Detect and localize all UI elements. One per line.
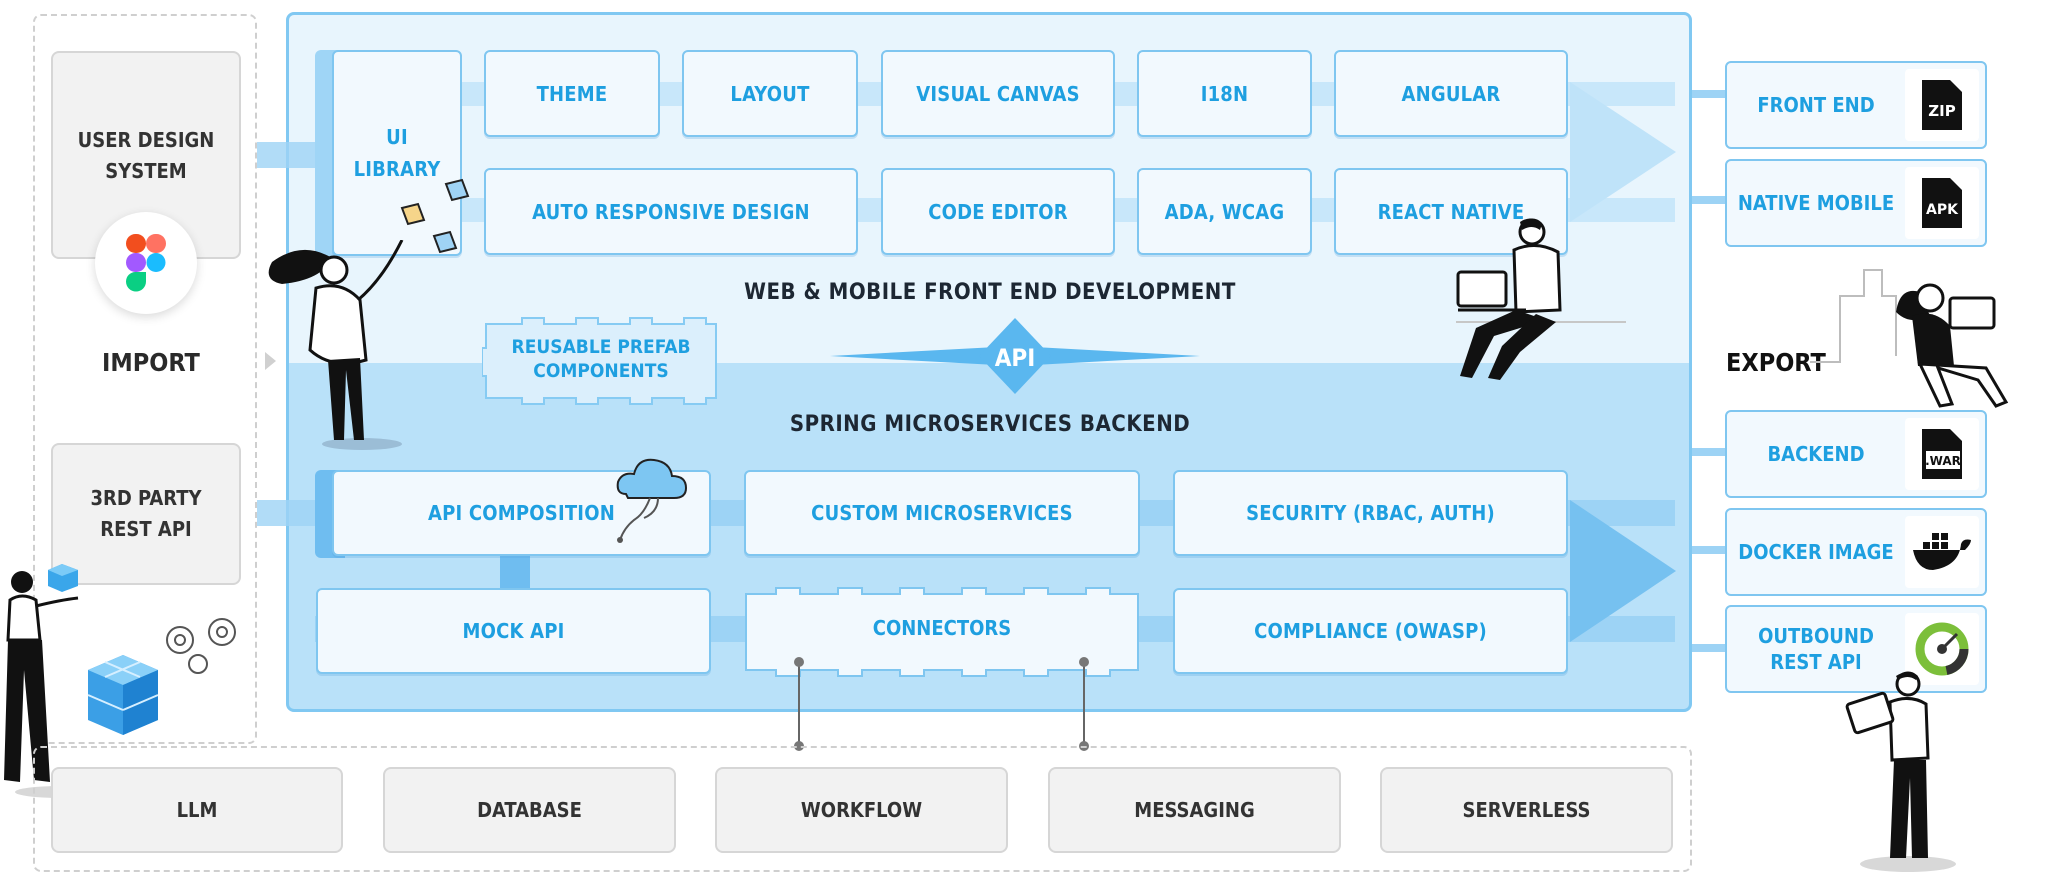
theme-label: THEME	[536, 81, 608, 106]
security-card[interactable]: SECURITY (RBAC, AUTH)	[1173, 470, 1568, 556]
auto-responsive-design-card[interactable]: AUTO RESPONSIVE DESIGN	[484, 168, 858, 255]
apk-file-icon: APK	[1905, 167, 1979, 239]
third-party-rest-api-label: 3RD PARTY REST API	[90, 486, 202, 541]
reusable-prefab-components-shape[interactable]	[482, 316, 720, 406]
i18n-card[interactable]: I18N	[1137, 50, 1312, 137]
reviewer-illustration	[1845, 671, 1956, 872]
layout-label: LAYOUT	[730, 81, 810, 106]
export-native-mobile-label: NATIVE MOBILE	[1737, 191, 1895, 215]
zip-badge: ZIP	[1928, 102, 1955, 120]
custom-microservices-card[interactable]: CUSTOM MICROSERVICES	[744, 470, 1140, 556]
mock-api-link	[500, 556, 530, 590]
serverless-label: SERVERLESS	[1462, 797, 1591, 822]
remote-worker-illustration	[1810, 269, 2009, 408]
export-docker-image-card[interactable]: DOCKER IMAGE	[1725, 508, 1987, 596]
developer-laptop-illustration	[1456, 218, 1626, 380]
workflow-label: WORKFLOW	[800, 797, 923, 822]
compliance-label: COMPLIANCE (OWASP)	[1254, 619, 1487, 643]
export-front-end-label: FRONT END	[1757, 93, 1875, 117]
serverless-box[interactable]: SERVERLESS	[1380, 767, 1673, 853]
ui-library-connector	[257, 142, 317, 168]
export-label: EXPORT	[1726, 348, 1826, 377]
apk-badge: APK	[1926, 202, 1959, 218]
third-party-rest-api-box[interactable]: 3RD PARTY REST API	[51, 443, 241, 585]
messaging-box[interactable]: MESSAGING	[1048, 767, 1341, 853]
frontend-section-title: WEB & MOBILE FRONT END DEVELOPMENT	[744, 280, 1236, 305]
war-badge: .WAR	[1925, 454, 1961, 468]
docker-icon	[1905, 516, 1979, 588]
import-label: IMPORT	[102, 348, 200, 377]
database-label: DATABASE	[477, 797, 582, 822]
user-design-system-label: USER DESIGN SYSTEM	[77, 128, 215, 183]
llm-label: LLM	[176, 797, 218, 822]
war-file-icon: .WAR	[1905, 418, 1979, 490]
backend-section-title: SPRING MICROSERVICES BACKEND	[789, 412, 1191, 437]
export-backend-label: BACKEND	[1767, 442, 1865, 466]
export-front-end-card[interactable]: FRONT END ZIP	[1725, 61, 1987, 149]
mock-api-card[interactable]: MOCK API	[316, 588, 711, 674]
theme-card[interactable]: THEME	[484, 50, 660, 137]
import-region	[33, 14, 257, 744]
visual-canvas-card[interactable]: VISUAL CANVAS	[881, 50, 1115, 137]
export-connector-1	[1692, 90, 1728, 98]
designer-woman-illustration	[268, 240, 404, 450]
zip-file-icon: ZIP	[1905, 69, 1979, 141]
angular-card[interactable]: ANGULAR	[1334, 50, 1568, 137]
ada-wcag-label: ADA, WCAG	[1164, 199, 1285, 224]
ui-library-card[interactable]: UI LIBRARY	[332, 50, 462, 256]
export-backend-card[interactable]: BACKEND .WAR	[1725, 410, 1987, 498]
export-connector-3	[1692, 448, 1728, 456]
connectors-label: CONNECTORS	[872, 616, 1012, 640]
react-native-label: REACT NATIVE	[1377, 199, 1525, 224]
llm-box[interactable]: LLM	[51, 767, 343, 853]
layout-card[interactable]: LAYOUT	[682, 50, 858, 137]
api-divider	[830, 318, 1200, 394]
i18n-label: I18N	[1200, 81, 1249, 106]
ui-library-label: UI LIBRARY	[353, 125, 441, 181]
export-native-mobile-card[interactable]: NATIVE MOBILE APK	[1725, 159, 1987, 247]
mock-api-label: MOCK API	[462, 619, 565, 643]
compliance-card[interactable]: COMPLIANCE (OWASP)	[1173, 588, 1568, 674]
api-label: API	[994, 344, 1036, 372]
security-label: SECURITY (RBAC, AUTH)	[1246, 501, 1495, 525]
services-region	[33, 746, 1692, 872]
code-editor-card[interactable]: CODE EDITOR	[881, 168, 1115, 255]
reusable-prefab-components-label: REUSABLE PREFAB COMPONENTS	[511, 336, 691, 382]
database-box[interactable]: DATABASE	[383, 767, 676, 853]
workflow-box[interactable]: WORKFLOW	[715, 767, 1008, 853]
component-chips-icon	[400, 178, 470, 254]
export-connector-2	[1692, 196, 1728, 204]
export-connector-5	[1692, 644, 1728, 652]
ada-wcag-card[interactable]: ADA, WCAG	[1137, 168, 1312, 255]
export-outbound-rest-api-card[interactable]: OUTBOUND REST API	[1725, 605, 1987, 693]
code-editor-label: CODE EDITOR	[928, 199, 1068, 224]
connector-pins	[794, 657, 1089, 751]
visual-canvas-label: VISUAL CANVAS	[916, 81, 1080, 106]
figma-logo-icon	[95, 212, 197, 314]
connectors-shape[interactable]	[742, 586, 1142, 678]
messaging-label: MESSAGING	[1134, 797, 1255, 822]
api-gauge-icon	[1905, 613, 1979, 685]
import-arrow-icon	[265, 352, 276, 370]
export-connector-4	[1692, 546, 1728, 554]
angular-label: ANGULAR	[1401, 81, 1501, 106]
backend-flow-arrow-icon	[1570, 500, 1676, 642]
frontend-flow-arrow-icon	[1570, 82, 1676, 222]
export-docker-image-label: DOCKER IMAGE	[1738, 540, 1894, 564]
auto-responsive-design-label: AUTO RESPONSIVE DESIGN	[532, 199, 810, 224]
api-composition-connector	[257, 500, 317, 526]
api-composition-label: API COMPOSITION	[428, 501, 615, 525]
cloud-icon	[616, 458, 688, 543]
export-outbound-rest-api-label: OUTBOUND REST API	[1758, 624, 1874, 674]
custom-microservices-label: CUSTOM MICROSERVICES	[811, 501, 1073, 525]
